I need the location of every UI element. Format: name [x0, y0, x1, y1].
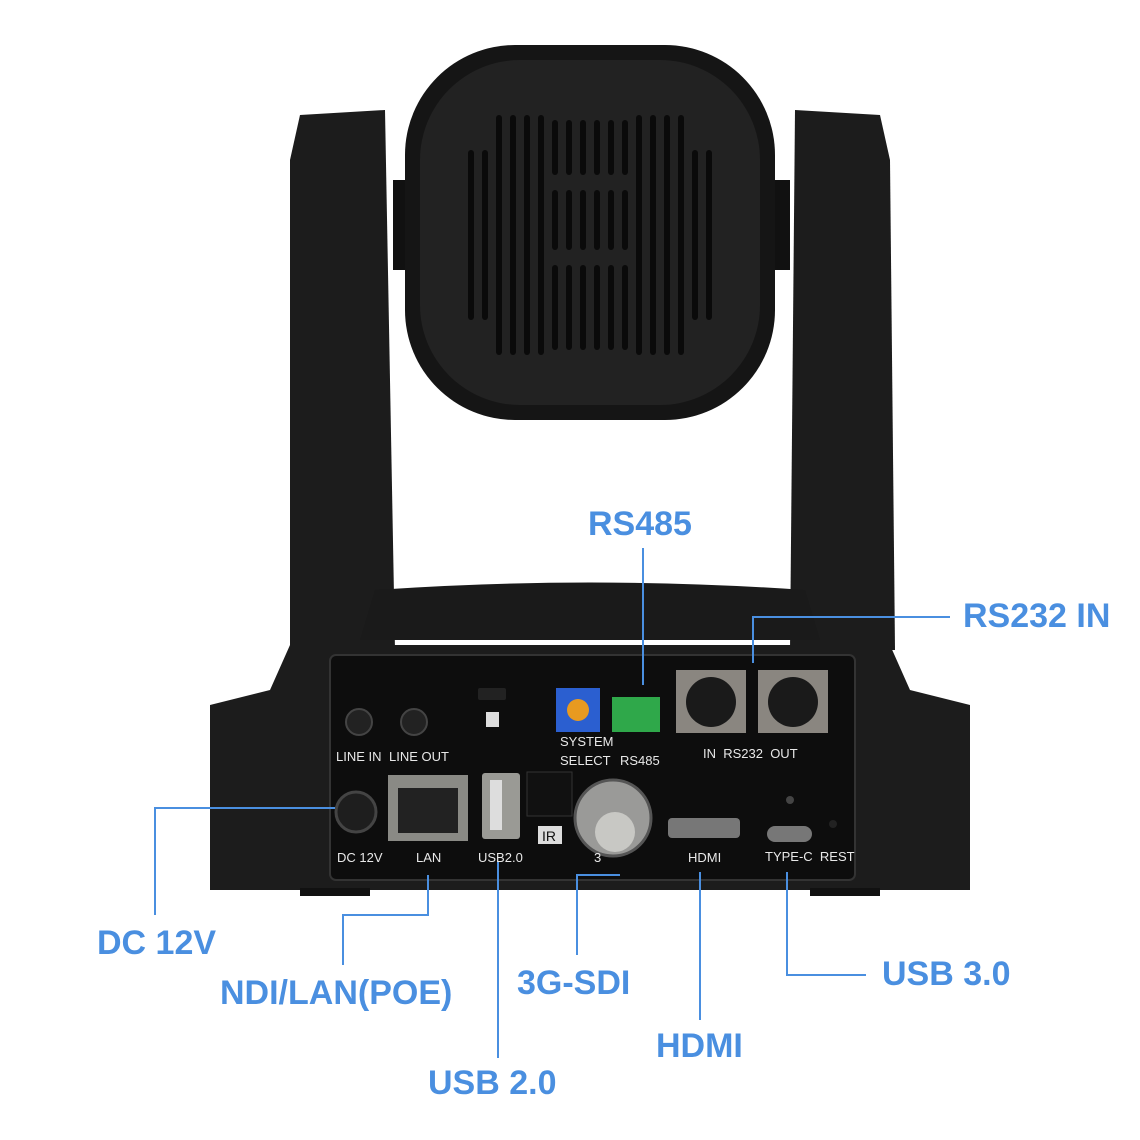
vent-slot: [580, 265, 586, 350]
select-label: SELECT: [560, 753, 611, 768]
left-arm: [290, 110, 395, 650]
rs485-terminal: [612, 697, 660, 732]
ir-window: [526, 771, 573, 817]
vent-slot: [566, 120, 572, 175]
usb2-panel-label: USB2.0: [478, 850, 523, 865]
vent-slot: [692, 150, 698, 320]
vent-slot: [552, 120, 558, 175]
typec-rest-panel-label: TYPE-C REST: [765, 849, 855, 864]
vent-slot: [482, 150, 488, 320]
vent-slot: [622, 190, 628, 250]
vent-slot: [580, 190, 586, 250]
typec-port: [767, 826, 812, 842]
usb20-callout: USB 2.0: [428, 1064, 557, 1102]
rs232-leader: [752, 616, 950, 663]
hdmi-port: [668, 818, 740, 838]
lan-panel-label: LAN: [416, 850, 441, 865]
sdi-panel-label: 3: [594, 850, 601, 865]
rs485-callout: RS485: [588, 505, 692, 543]
vent-slot: [706, 150, 712, 320]
vent-slot: [524, 115, 530, 355]
vent-slot: [608, 265, 614, 350]
line-in-jack: [345, 708, 373, 736]
sdi-leader: [576, 874, 620, 955]
hdmi-callout: HDMI: [656, 1027, 743, 1065]
vent-slot: [594, 120, 600, 175]
vent-slot: [510, 115, 516, 355]
vent-slot: [538, 115, 544, 355]
vent-slot: [622, 120, 628, 175]
vent-slot: [650, 115, 656, 355]
line-out-label: LINE OUT: [389, 749, 449, 764]
vent-slot: [608, 190, 614, 250]
vent-slot: [678, 115, 684, 355]
vent-grille: [468, 115, 712, 355]
rs232-panel-label: IN RS232 OUT: [703, 746, 798, 761]
hdmi-panel-label: HDMI: [688, 850, 721, 865]
lock-icon: [486, 712, 499, 727]
dc12v-leader: [154, 807, 335, 915]
vent-slot: [608, 120, 614, 175]
usb30-leader: [786, 872, 866, 976]
vent-slot: [594, 265, 600, 350]
vent-slot: [580, 120, 586, 175]
vent-slot: [496, 115, 502, 355]
line-in-label: LINE IN: [336, 749, 382, 764]
rs485-panel-label: RS485: [620, 753, 660, 768]
vent-slot: [468, 150, 474, 320]
usb30-callout: USB 3.0: [882, 955, 1011, 993]
rs232-in-callout: RS232 IN: [963, 597, 1111, 635]
vent-slot: [566, 265, 572, 350]
dc-jack: [334, 790, 378, 834]
vent-slot: [594, 190, 600, 250]
ndi-lan-callout: NDI/LAN(POE): [220, 974, 453, 1012]
vent-slot: [552, 190, 558, 250]
dc12v-panel-label: DC 12V: [337, 850, 383, 865]
vent-slot: [566, 190, 572, 250]
right-arm: [790, 110, 895, 650]
base-neck: [360, 582, 820, 640]
vent-slot: [622, 265, 628, 350]
ir-label: IR: [542, 828, 556, 844]
lan-leader: [342, 875, 429, 965]
vent-slot: [552, 265, 558, 350]
line-out-jack: [400, 708, 428, 736]
vent-slot: [664, 115, 670, 355]
vent-slot: [636, 115, 642, 355]
dc12v-callout: DC 12V: [97, 924, 217, 962]
sdi-callout: 3G-SDI: [517, 964, 631, 1002]
system-label: SYSTEM: [560, 734, 613, 749]
